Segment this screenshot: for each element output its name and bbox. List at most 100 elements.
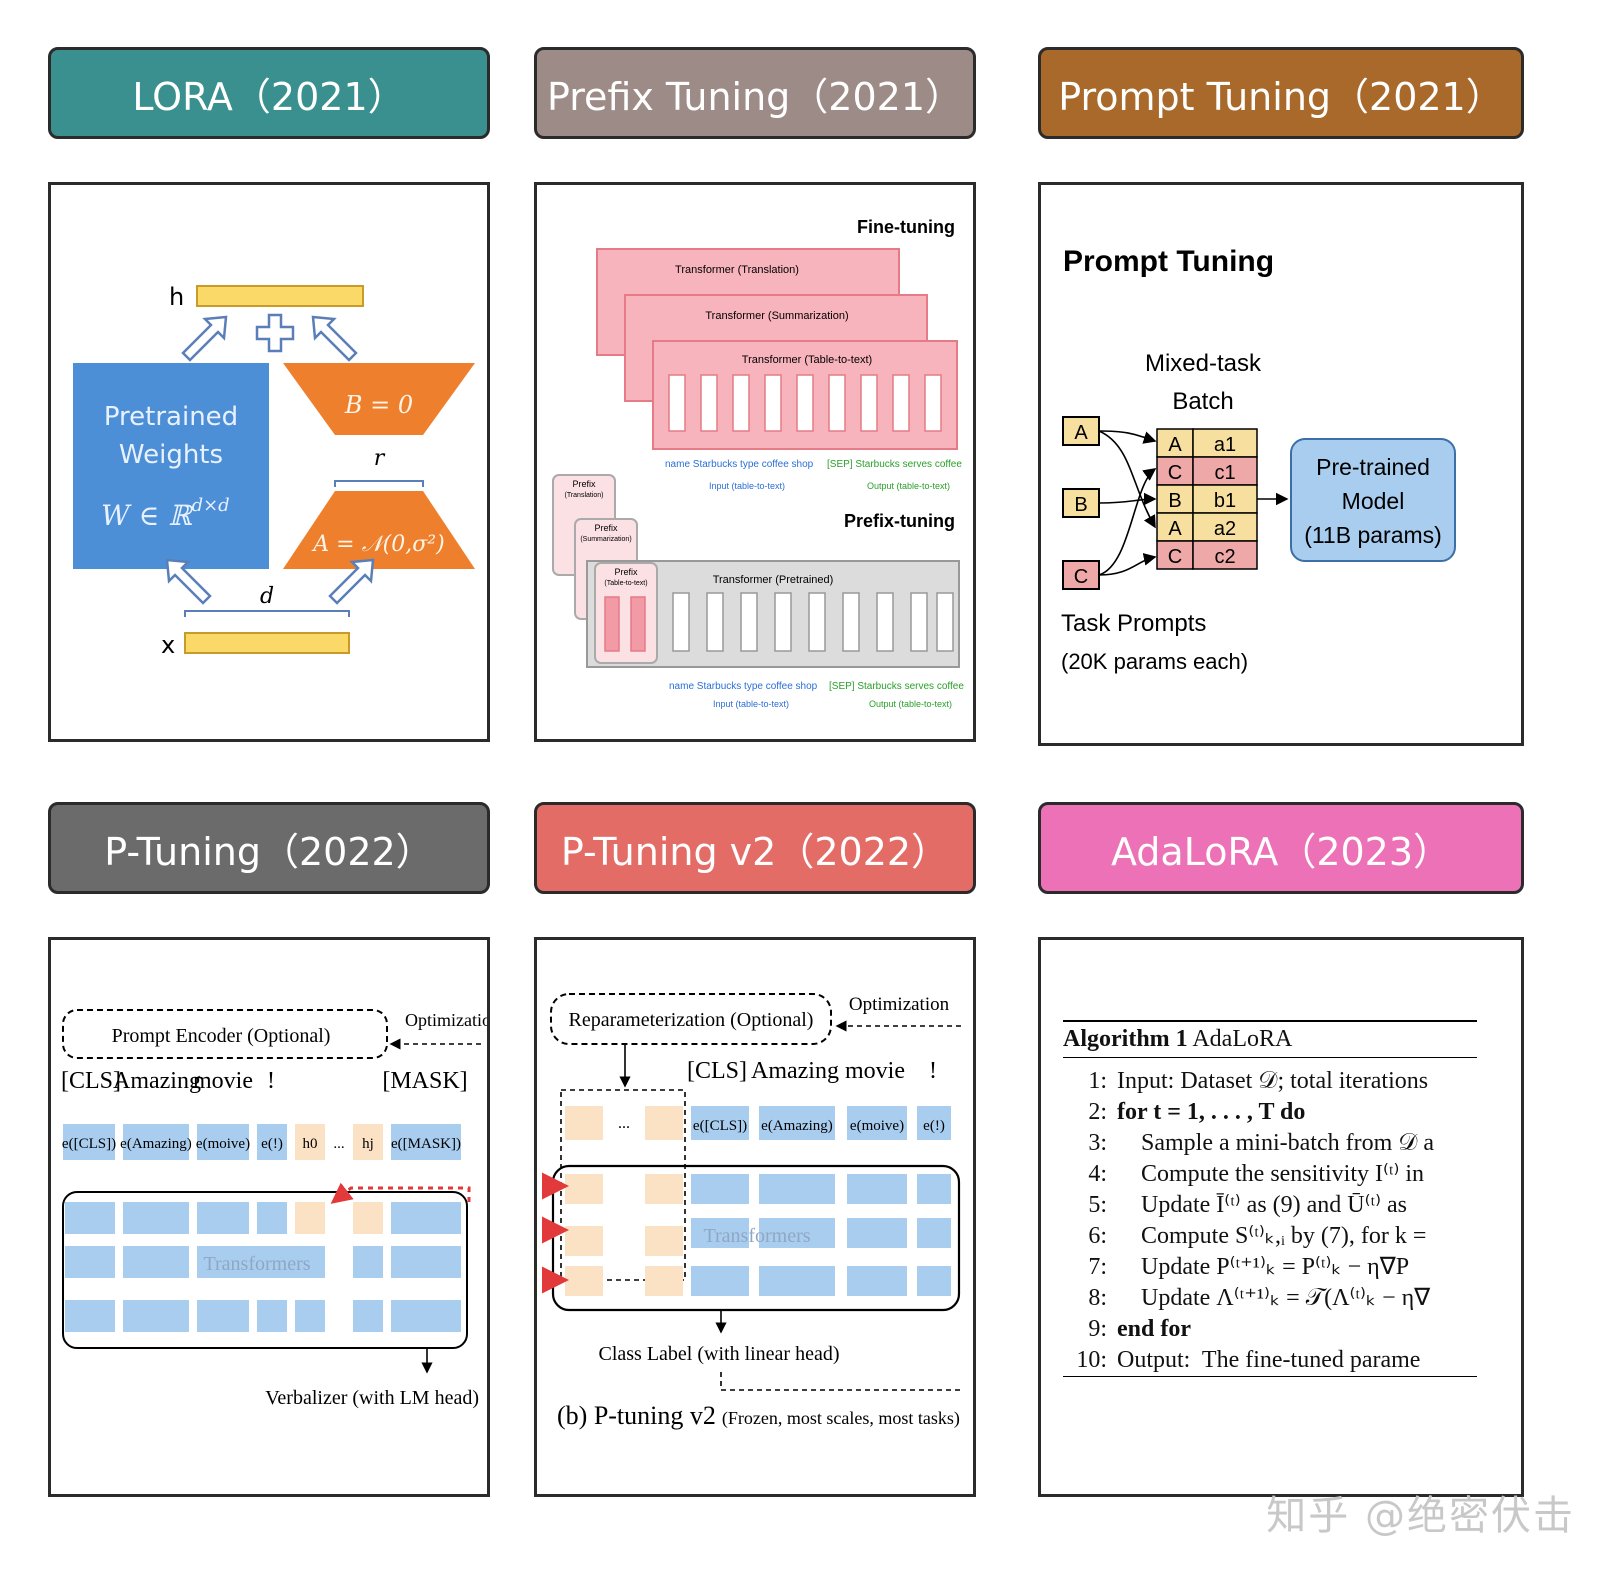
adalora-line-5-num: 5:	[1088, 1192, 1107, 1218]
adalora-line-2-text: for t = 1, . . . , T do	[1117, 1099, 1306, 1125]
prompt-row-1-val	[1192, 428, 1258, 458]
ptv2-prompt-dots: ...	[618, 1115, 630, 1132]
prefix-pretrained-slots	[672, 592, 954, 652]
lora-a-label: A = 𝒩(0,σ²)	[311, 532, 444, 557]
header-p-tuning-label: P-Tuning（2022）	[104, 829, 434, 874]
ptv2-token-cls: [CLS]	[687, 1058, 747, 1084]
adalora-line-5-text: Update Ī⁽ᵗ⁾ as (9) and Ū⁽ᵗ⁾ as	[1117, 1192, 1408, 1218]
p-tuning-v2-diagram: Reparameterization (Optional) Optimizati…	[542, 993, 961, 1430]
ptv2-embed-movie	[847, 1106, 907, 1140]
adalora-line-9-num: 9:	[1088, 1316, 1107, 1342]
prompt-task-c-label: C	[1074, 566, 1088, 588]
adalora-line-3-num: 3:	[1088, 1130, 1107, 1156]
adalora-line-4: 4: Compute the sensitivity I⁽ᵗ⁾ in	[1063, 1159, 1477, 1190]
ptv2-prompt-cells	[565, 1106, 683, 1296]
ptuning-token-mask: [MASK]	[382, 1068, 467, 1094]
adalora-line-2-num: 2:	[1088, 1099, 1107, 1125]
prefix-input-label-bottom: Input (table-to-text)	[713, 699, 789, 709]
adalora-line-9-text: end for	[1117, 1316, 1191, 1342]
prompt-row-3-key-text: B	[1168, 490, 1181, 512]
ptv2-class-label: Class Label (with linear head)	[598, 1343, 839, 1365]
lora-arrow-up-left	[181, 315, 228, 362]
prefix-transformer-pretrained-label: Transformer (Pretrained)	[713, 574, 834, 586]
header-lora-label: LORA（2021）	[132, 74, 406, 119]
prompt-model-l1: Pre-trained	[1316, 454, 1430, 480]
prefix-box-table-b: (Table-to-text)	[604, 580, 647, 587]
prompt-row-2-key	[1156, 456, 1194, 486]
lora-d-bracket	[184, 610, 350, 617]
adalora-line-3-text: Sample a mini-batch from 𝒟 a	[1117, 1130, 1435, 1156]
p-tuning-diagram: Prompt Encoder (Optional) Optimization […	[61, 1009, 487, 1409]
prefix-box-translation-a: Prefix	[572, 479, 596, 489]
prompt-task-a	[1062, 416, 1100, 446]
ptv2-token-movie: movie	[845, 1058, 905, 1084]
adalora-line-6-num: 6:	[1088, 1223, 1107, 1249]
prefix-input-label-top: Input (table-to-text)	[709, 481, 785, 491]
prefix-prefixtuning-label: Prefix-tuning	[844, 511, 955, 531]
ptuning-token-cls: [CLS]	[61, 1068, 121, 1094]
prompt-model-box	[1290, 438, 1456, 562]
adalora-title-rest: AdaLoRA	[1192, 1026, 1293, 1052]
adalora-line-8: 8: Update Λ⁽ᵗ⁺¹⁾ₖ = 𝒯(Λ⁽ᵗ⁾ₖ − η∇	[1063, 1283, 1477, 1314]
lora-weights-line1: Pretrained	[104, 402, 238, 432]
prompt-tuning-diagram: Prompt Tuning Mixed-task Batch A B C A a…	[1061, 245, 1456, 674]
prompt-task-prompts-l2: (20K params each)	[1061, 649, 1248, 674]
prompt-batch-l2: Batch	[1172, 388, 1233, 415]
lora-weights-formula: W ∈ ℝd×d	[101, 495, 230, 532]
ptuning-embed-excl	[257, 1124, 287, 1160]
prefix-transformer-translation-label: Transformer (Translation)	[675, 264, 799, 276]
adalora-line-10: 10:Output: The fine-tuned parame	[1063, 1345, 1477, 1377]
ptuning-optimization-label: Optimization	[405, 1010, 487, 1030]
prompt-batch-table: A a1 C c1 B b1 A a2 C c2	[1156, 428, 1258, 570]
header-lora: LORA（2021）	[48, 47, 490, 139]
adalora-line-2: 2: for t = 1, . . . , T do	[1063, 1097, 1477, 1128]
lora-d-label: d	[260, 584, 274, 609]
ptuning-embed-amazing	[123, 1124, 189, 1160]
ptv2-embed-boxes	[691, 1106, 951, 1140]
prompt-row-4-key-text: A	[1168, 518, 1182, 540]
ptuning-encoder-label: Prompt Encoder (Optional)	[112, 1025, 331, 1047]
adalora-algorithm-title: Algorithm 1 AdaLoRA	[1063, 1020, 1477, 1058]
prefix-finetuning-label: Fine-tuning	[857, 217, 955, 237]
ptuning-transformer-frame	[62, 1191, 468, 1349]
ptv2-embed-excl-text: e(!)	[923, 1118, 945, 1134]
lora-b-label: B = 0	[344, 391, 413, 419]
watermark: 知乎 @绝密伏击	[1266, 1493, 1575, 1539]
prompt-row-3-key	[1156, 484, 1194, 514]
adalora-line-1-text: Input: Dataset 𝒟; total iterations	[1117, 1068, 1429, 1094]
panel-p-tuning: Prompt Encoder (Optional) Optimization […	[48, 937, 490, 1497]
prompt-row-5-val-text: c2	[1214, 546, 1235, 568]
prompt-batch-l1: Mixed-task	[1145, 350, 1262, 377]
prefix-box-table-a: Prefix	[614, 567, 638, 577]
prefix-output-label-top: Output (table-to-text)	[867, 481, 950, 491]
prefix-transformer-table-label: Transformer (Table-to-text)	[742, 354, 872, 366]
prefix-tuning-diagram: Fine-tuning Transformer (Translation) Tr…	[552, 217, 964, 709]
prefix-sep-tokens-top: [SEP] Starbucks serves coffee	[827, 459, 962, 470]
adalora-line-5: 5: Update Ī⁽ᵗ⁾ as (9) and Ū⁽ᵗ⁾ as	[1063, 1190, 1477, 1221]
header-prompt-tuning-label: Prompt Tuning（2021）	[1058, 74, 1504, 119]
ptuning-embed-movie-text: e(moive)	[196, 1136, 250, 1152]
header-p-tuning-v2-label: P-Tuning v2（2022）	[560, 829, 950, 874]
panel-lora: h Pretrained Weights W ∈ ℝd×d B = 0 r A …	[48, 182, 490, 742]
ptv2-embed-excl	[917, 1106, 951, 1140]
ptv2-optimization-label: Optimization	[849, 994, 950, 1015]
prompt-row-1-val-text: a1	[1214, 434, 1236, 456]
ptv2-token-excl: !	[929, 1058, 937, 1084]
ptuning-embed-boxes	[63, 1124, 461, 1160]
adalora-line-9: 9: end for	[1063, 1314, 1477, 1345]
adalora-line-4-num: 4:	[1088, 1161, 1107, 1187]
ptv2-embed-cls	[691, 1106, 749, 1140]
ptuning-embed-mask-text: e([MASK])	[391, 1136, 461, 1152]
ptv2-transformer-cells	[691, 1174, 951, 1296]
header-prefix-tuning-label: Prefix Tuning（2021）	[547, 74, 963, 119]
lora-pretrained-weights-box	[73, 363, 269, 569]
ptv2-caption-line	[720, 1372, 961, 1391]
adalora-line-6: 6: Compute S⁽ᵗ⁾ₖ,ᵢ by (7), for k =	[1063, 1221, 1477, 1252]
ptuning-embed-h0	[295, 1124, 325, 1160]
lora-x-bar	[184, 632, 350, 654]
adalora-line-4-text: Compute the sensitivity I⁽ᵗ⁾ in	[1117, 1161, 1425, 1187]
prompt-row-4-val-text: a2	[1214, 518, 1236, 540]
adalora-algorithm: Algorithm 1 AdaLoRA 1:Input: Dataset 𝒟; …	[1063, 1020, 1477, 1377]
prefix-input-tokens-bottom: name Starbucks type coffee shop	[669, 681, 818, 692]
header-prefix-tuning: Prefix Tuning（2021）	[534, 47, 976, 139]
